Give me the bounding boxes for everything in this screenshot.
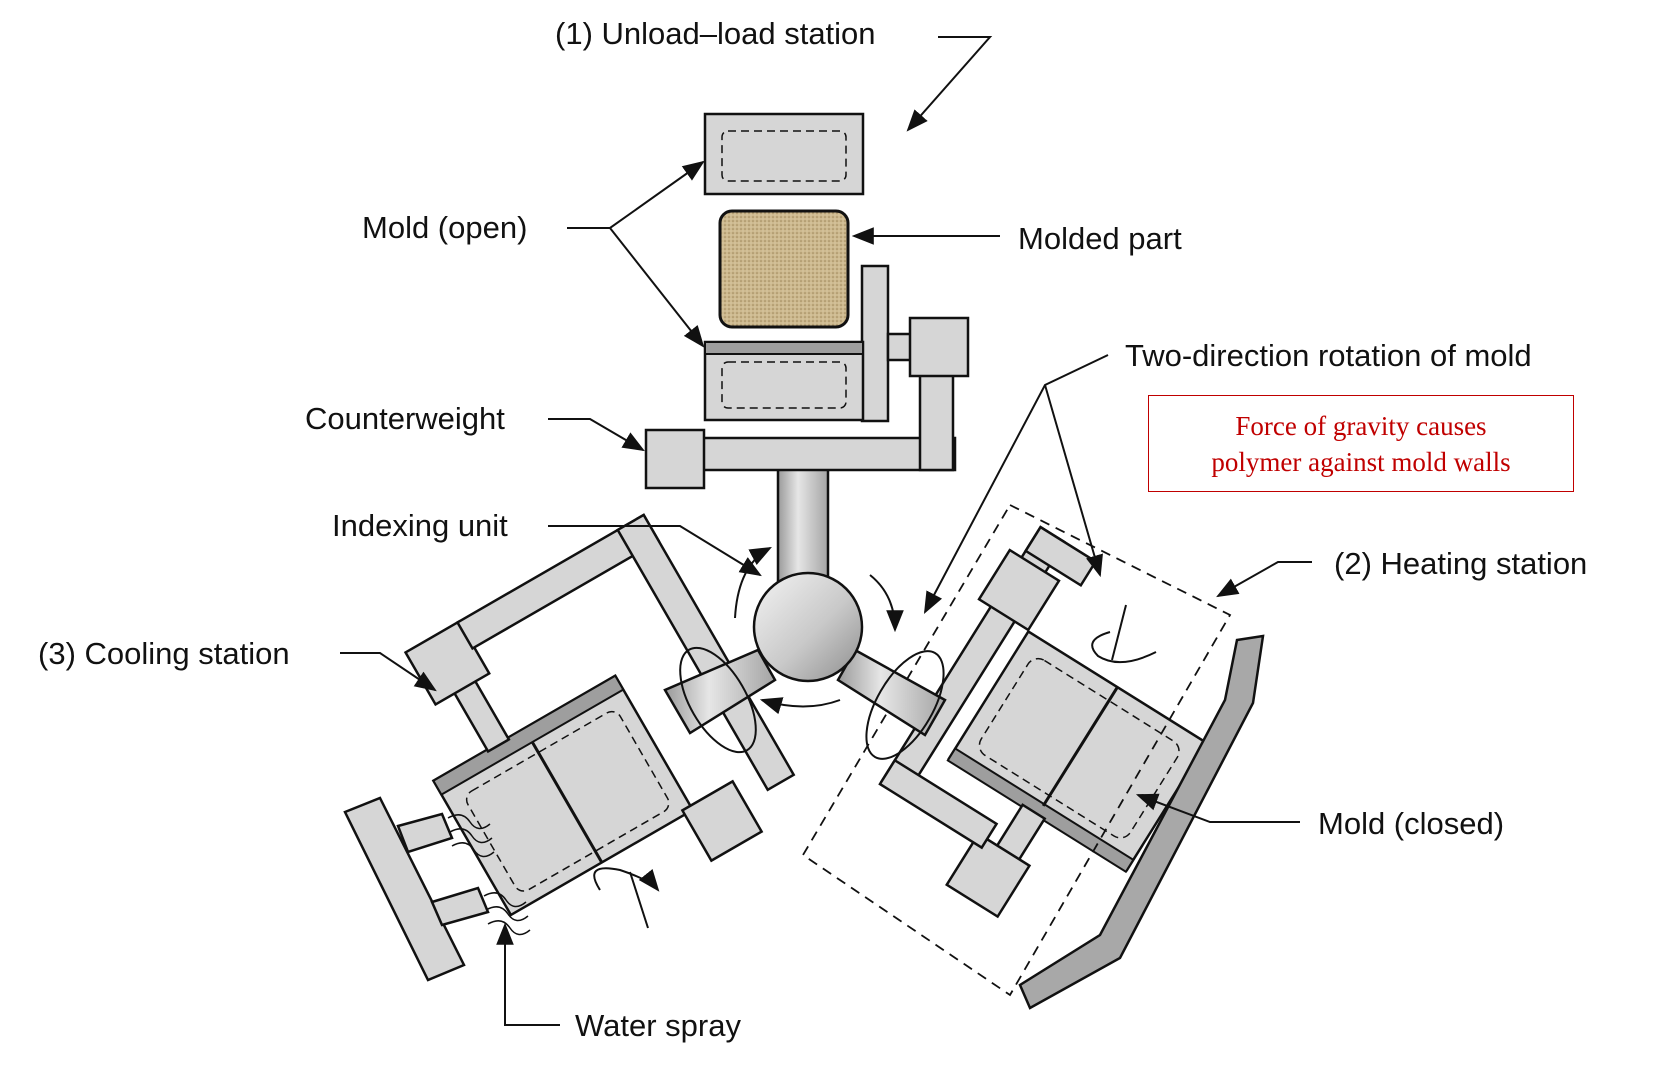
mold-open-bottom-half <box>703 340 865 422</box>
indexing-hub <box>752 571 864 683</box>
mold-open-label: Mold (open) <box>362 210 528 245</box>
arm-2-heating <box>878 525 1209 919</box>
unload-load-station-label: (1) Unload–load station <box>555 16 876 51</box>
arm-2-counterweight <box>977 548 1061 632</box>
mold-open-top-half <box>703 112 865 196</box>
counterweight-label: Counterweight <box>305 401 505 436</box>
arm-3-counterweight <box>680 779 764 863</box>
indexing-unit-label: Indexing unit <box>332 508 508 543</box>
gravity-note-box: Force of gravity causes polymer against … <box>1148 395 1574 492</box>
gravity-note-line-2: polymer against mold walls <box>1211 446 1511 477</box>
molded-part <box>718 209 850 329</box>
mold-1-shaft-and-block <box>886 316 970 378</box>
gravity-note-line-1: Force of gravity causes <box>1235 410 1487 441</box>
arm-3-cooling <box>403 513 796 917</box>
heating-enclosure-dashed <box>801 503 1232 997</box>
mold-closed-label: Mold (closed) <box>1318 806 1505 841</box>
mold-rotation-symbols <box>593 604 1157 929</box>
heating-station-label: (2) Heating station <box>1334 546 1588 581</box>
counterweight-1 <box>644 428 706 490</box>
cooling-station-label: (3) Cooling station <box>38 636 290 671</box>
water-spray-label: Water spray <box>575 1008 741 1043</box>
molded-part-label: Molded part <box>1018 221 1182 256</box>
water-spray-jets <box>447 814 531 936</box>
leader-lines <box>340 36 1312 1026</box>
two-direction-rotation-label: Two-direction rotation of mold <box>1125 338 1532 373</box>
water-spray-manifold <box>343 796 490 982</box>
heating-oven-wall <box>1018 634 1265 1010</box>
rotation-rings <box>679 646 945 760</box>
